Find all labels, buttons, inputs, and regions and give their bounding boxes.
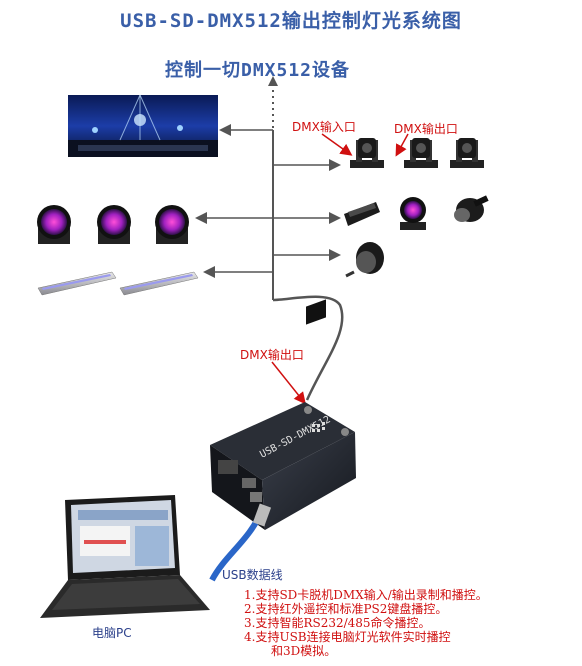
dmx-in-arrow	[321, 133, 353, 156]
pc-label: 电脑PC	[92, 626, 132, 640]
feature-note-3: 3.支持智能RS232/485命令播控。	[244, 616, 431, 630]
led-wash-light-1	[37, 205, 71, 244]
dmx-out-arrow	[395, 133, 409, 157]
stage-screen	[68, 94, 218, 157]
device-out-arrow	[271, 361, 306, 405]
led-wall-washer-2	[119, 271, 199, 296]
dmx-output-label: DMX输出口	[394, 122, 458, 136]
usb-cable-label: USB数据线	[222, 568, 283, 582]
moving-head-light-1	[350, 138, 384, 168]
page-title: USB-SD-DMX512输出控制灯光系统图	[120, 10, 462, 32]
spotlight-fixture	[454, 195, 489, 222]
feature-notes: 1.支持SD卡脱机DMX输入/输出录制和播控。 2.支持红外遥控和标准PS2键盘…	[244, 588, 488, 658]
feature-note-5: 和3D模拟。	[271, 644, 337, 658]
laptop-pc	[40, 495, 210, 618]
led-moving-wash	[400, 197, 426, 230]
led-bar-fixture	[344, 202, 380, 226]
par-can-light	[345, 242, 384, 278]
moving-head-light-2	[404, 138, 438, 168]
feature-note-2: 2.支持红外遥控和标准PS2键盘播控。	[244, 602, 448, 616]
led-wall-washer-1	[37, 271, 117, 296]
dmx-input-label: DMX输入口	[292, 120, 356, 134]
controller-device	[210, 299, 356, 530]
led-wash-light-3	[155, 205, 189, 244]
feature-note-4: 4.支持USB连接电脑灯光软件实时播控	[244, 630, 451, 644]
led-wash-light-2	[97, 205, 131, 244]
feature-note-1: 1.支持SD卡脱机DMX输入/输出录制和播控。	[244, 588, 488, 602]
bus-arrowhead	[268, 76, 278, 86]
device-dmx-output-label: DMX输出口	[240, 348, 304, 362]
page-subtitle: 控制一切DMX512设备	[165, 60, 351, 81]
dmx-cable	[272, 295, 344, 401]
moving-head-light-3	[450, 138, 484, 168]
